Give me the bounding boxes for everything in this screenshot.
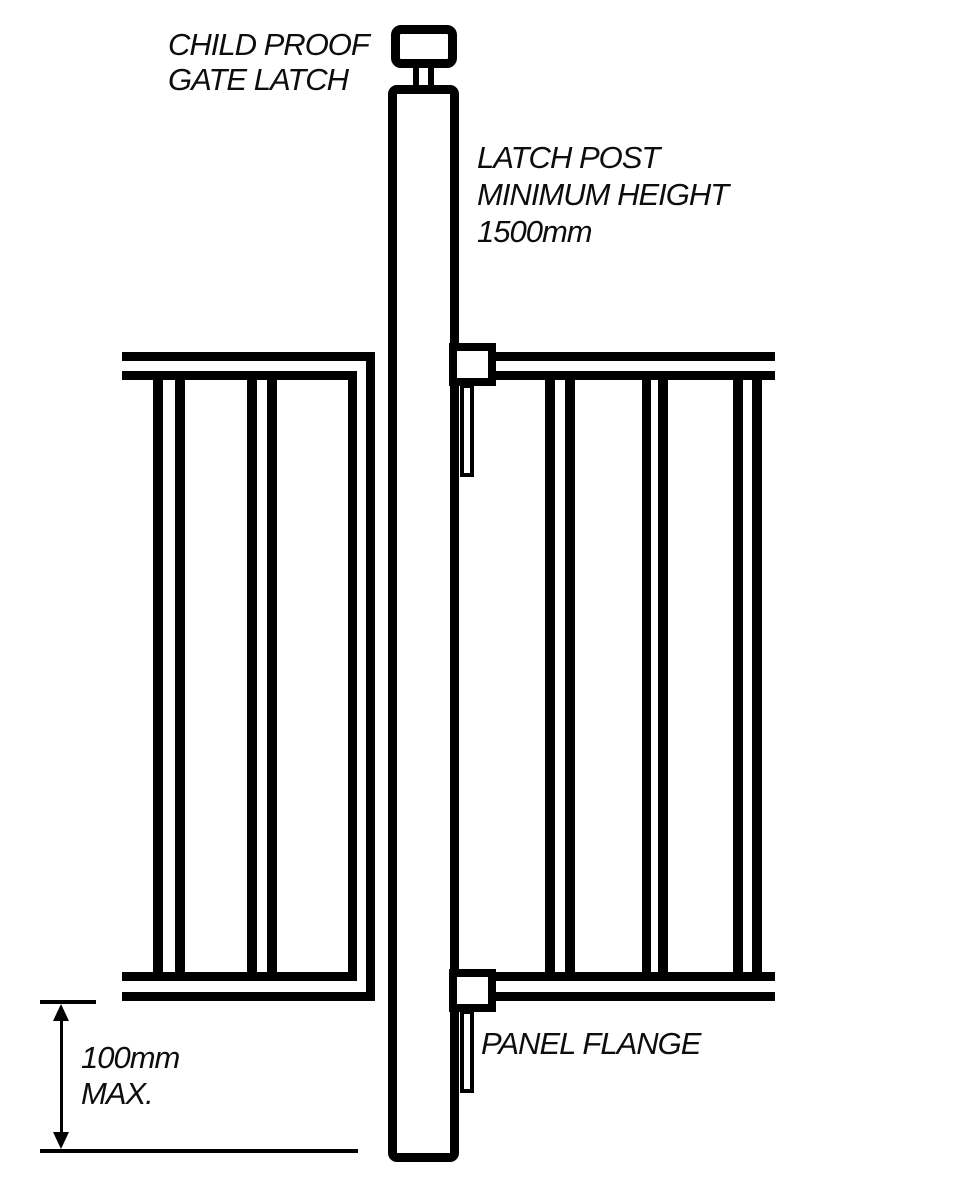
left-panel-bar: [247, 380, 257, 972]
right-panel-top-rail-lower: [495, 371, 775, 380]
dimension-arrow-up-icon: [53, 1004, 69, 1021]
left-panel-right-edge-outer: [366, 352, 375, 1001]
panel-flange-bottom-plate: [460, 1010, 474, 1093]
right-panel-bar: [733, 380, 743, 972]
left-panel-top-rail-outer: [122, 352, 375, 361]
ground-clearance-label: 100mm MAX.: [81, 1040, 180, 1112]
ground-line: [40, 1149, 358, 1153]
right-panel-bar: [752, 380, 762, 972]
dimension-line: [60, 1016, 63, 1136]
right-panel-bottom-rail-upper: [495, 972, 775, 981]
latch-post-label-line1: LATCH POST: [477, 140, 660, 175]
gate-latch-label: CHILD PROOF GATE LATCH: [168, 27, 370, 97]
right-panel-top-rail-upper: [495, 352, 775, 361]
panel-flange-top-plate: [460, 384, 474, 477]
latch-stem-right: [428, 60, 434, 90]
gate-latch-knob: [391, 25, 457, 68]
ground-clearance-label-line2: MAX.: [81, 1076, 154, 1111]
right-panel-bar: [565, 380, 575, 972]
dimension-arrow-down-icon: [53, 1132, 69, 1149]
latch-stem-left: [413, 60, 419, 90]
left-panel-bottom-rail-outer: [122, 992, 375, 1001]
latch-post: [388, 85, 459, 1162]
ground-clearance-label-line1: 100mm: [81, 1040, 180, 1075]
left-panel-bar: [267, 380, 277, 972]
right-panel-bottom-rail-lower: [495, 992, 775, 1001]
latch-post-label: LATCH POST MINIMUM HEIGHT 1500mm: [477, 139, 729, 250]
left-panel-right-edge-inner: [348, 371, 357, 981]
gate-latch-label-line1: CHILD PROOF: [168, 27, 370, 62]
left-panel-bar: [175, 380, 185, 972]
dimension-extension-line: [40, 1000, 96, 1004]
panel-flange-label-text: PANEL FLANGE: [481, 1026, 701, 1061]
left-panel-bottom-rail-inner: [122, 972, 357, 981]
gate-latch-label-line2: GATE LATCH: [168, 62, 349, 97]
right-panel-bar: [658, 380, 668, 972]
right-panel-bar: [642, 380, 651, 972]
latch-post-label-line2: MINIMUM HEIGHT: [477, 177, 729, 212]
panel-flange-label: PANEL FLANGE: [481, 1026, 701, 1061]
latch-post-label-line3: 1500mm: [477, 214, 593, 249]
panel-flange-bottom: [449, 969, 496, 1012]
left-panel-bar: [153, 380, 163, 972]
left-panel-top-rail-inner: [122, 371, 357, 380]
right-panel-bar: [545, 380, 555, 972]
panel-flange-top: [449, 343, 496, 386]
